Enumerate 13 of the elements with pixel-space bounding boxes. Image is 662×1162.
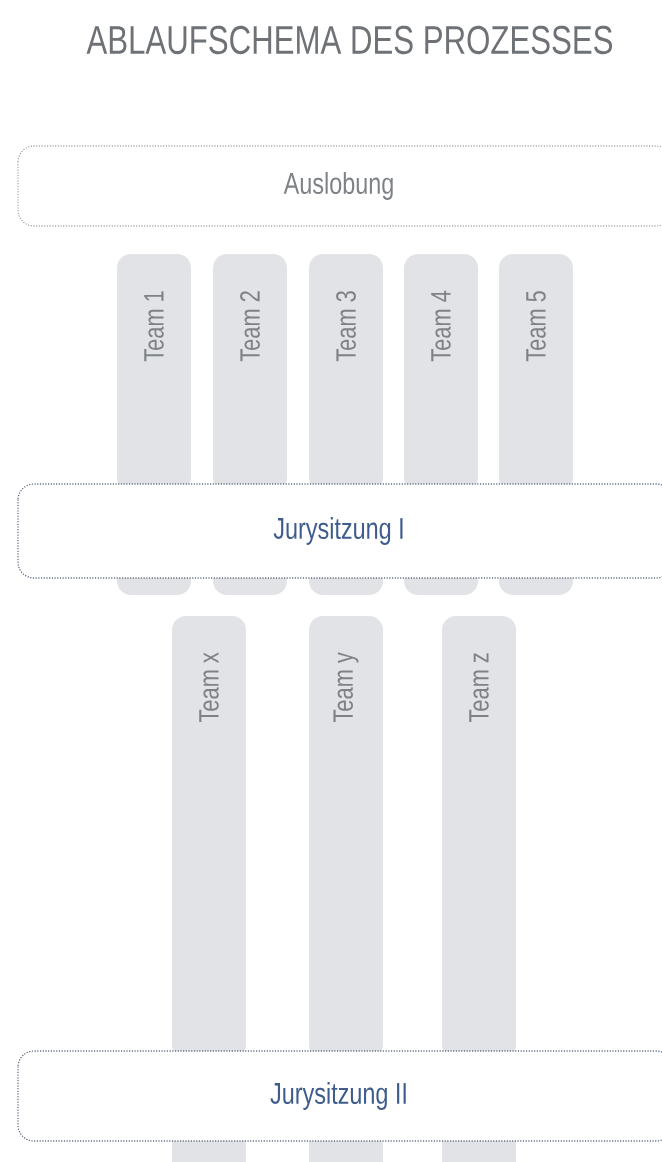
node-label: Jurysitzung I [273, 517, 403, 545]
team-bar: Team 1 [117, 254, 191, 492]
stage-band: Auslobung [17, 145, 662, 227]
team-bar: Team 4 [404, 254, 478, 492]
team-bar: Team 2 [213, 254, 287, 492]
team-bar: Team 3 [309, 254, 383, 492]
stage-band: Jurysitzung II [17, 1050, 662, 1162]
team-bar: Team z [442, 616, 516, 1059]
title: ABLAUFSCHEMA DES PROZESSES [86, 25, 613, 55]
team-bar: Team y [309, 616, 383, 1059]
team-bar: Team 5 [499, 254, 573, 492]
team-bar: Team x [172, 616, 246, 1059]
stage-band: Jurysitzung I [17, 483, 662, 595]
